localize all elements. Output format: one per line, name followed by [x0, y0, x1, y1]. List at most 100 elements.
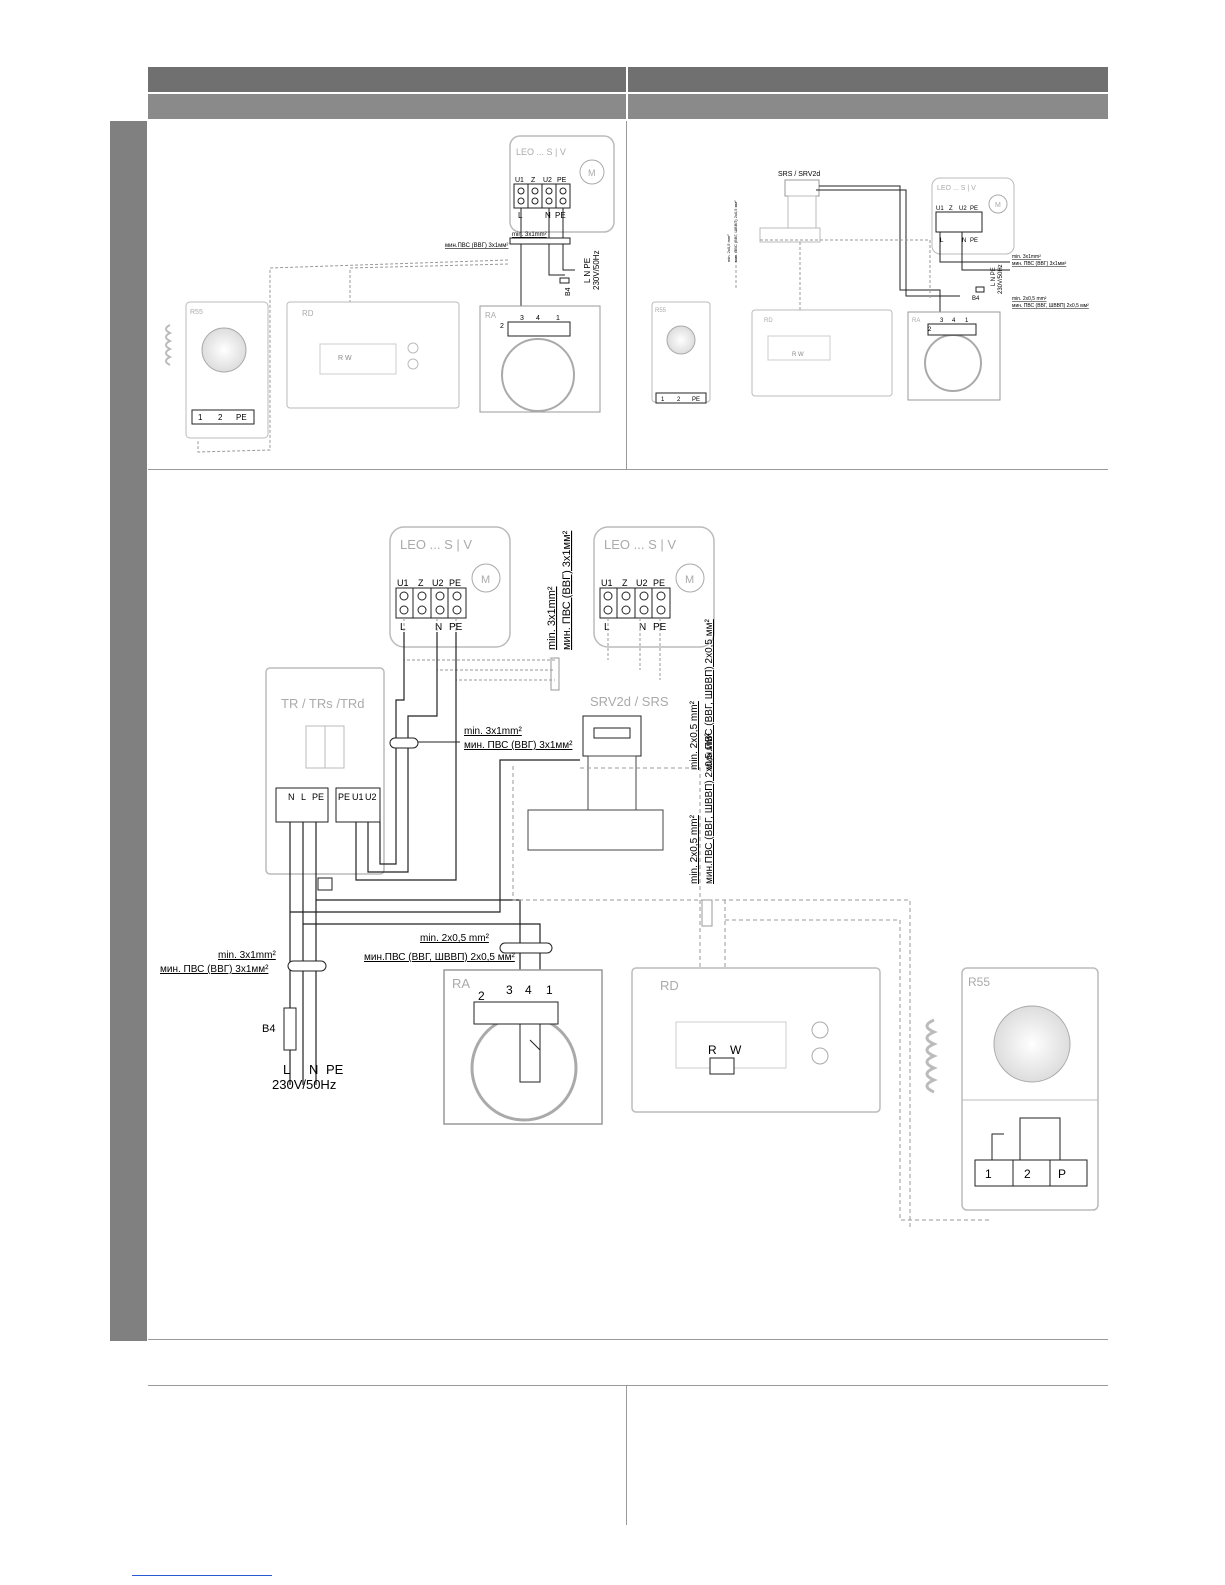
- tr-left-terminals: [275, 787, 329, 823]
- leo1-u1: U1: [397, 578, 409, 588]
- tr-cable-sleeve: [389, 737, 419, 749]
- leo2-label: LEO ... S | V: [604, 537, 676, 552]
- r55-terminals: [191, 409, 255, 425]
- rterm-l: L: [940, 238, 944, 244]
- r55-right-label: R55: [655, 308, 667, 314]
- ra-main-term-1: 1: [546, 983, 553, 997]
- srv-rus: мин.ПВС (ВВГ, ШВВП) 2x0,5 мм²: [704, 733, 715, 885]
- header-bar-top: [148, 67, 1108, 92]
- term-pe: PE: [557, 177, 567, 184]
- tr-term-l: L: [301, 792, 306, 802]
- rterm-n: N: [962, 238, 966, 244]
- tr-term-pe: PE: [312, 792, 324, 802]
- r55-label: R55: [190, 309, 203, 316]
- ra-min: min. 2x0,5 mm²: [689, 700, 700, 770]
- srs-label: SRS / SRV2d: [778, 171, 820, 178]
- r55r-term-2: 2: [677, 397, 681, 403]
- ra-main-label: RA: [452, 976, 470, 991]
- r55-main-terminals: [974, 1159, 1088, 1187]
- rterm-z: Z: [949, 206, 953, 212]
- tr-term-n: N: [288, 792, 295, 802]
- ra-main-terminals: [473, 1001, 559, 1025]
- ra-term-4: 4: [536, 315, 540, 322]
- r-supply-lines: L N PE: [991, 267, 997, 286]
- main-diagram: LEO ... S | V M U1 Z U2 PE L N PE LEO ..…: [160, 526, 1099, 1230]
- tr-term-u2: U2: [365, 792, 377, 802]
- r55-coil: [925, 1018, 938, 1094]
- leo2-n: N: [639, 622, 646, 633]
- rd-main-label: RD: [660, 978, 679, 993]
- leo-terminal-block: [513, 183, 571, 209]
- leo1-label: LEO ... S | V: [400, 537, 472, 552]
- term-n: N: [545, 211, 551, 220]
- rar-term-3: 3: [940, 318, 944, 324]
- srs-actuator: [784, 179, 820, 197]
- r-supply-voltage: 230V/50Hz: [998, 264, 1004, 294]
- rd-label: RD: [302, 309, 314, 318]
- r-fuse: [975, 286, 985, 293]
- r55-term-pe: PE: [236, 413, 247, 422]
- tr-right-terminals: [335, 787, 381, 823]
- leo2-motor: M: [685, 574, 694, 586]
- ra-right-label: RA: [912, 318, 920, 324]
- header-divider: [626, 67, 628, 119]
- rd-down-icon: [407, 358, 419, 370]
- fuse-b4: [559, 277, 570, 284]
- leo1-u2: U2: [432, 578, 444, 588]
- fuse-main-label: B4: [262, 1023, 275, 1035]
- side-band: [110, 121, 147, 1341]
- tr-term-u1: U1: [352, 792, 364, 802]
- rar-term-2: 2: [928, 327, 932, 333]
- rterm-pe-bottom: PE: [970, 238, 978, 244]
- leo1-pe: PE: [449, 578, 461, 588]
- r55-main-label: R55: [968, 975, 990, 989]
- ra-term-2: 2: [500, 323, 504, 330]
- r55-main-dial: [993, 1005, 1071, 1083]
- tr-cable-rus: мин. ПВС (ВВГ) 3x1мм²: [464, 740, 573, 751]
- divider-vertical-bottom: [626, 1385, 627, 1525]
- ra-cable-sleeve: [499, 942, 553, 954]
- ra-right-terminals: [927, 323, 977, 336]
- leo2-pe: PE: [653, 578, 665, 588]
- r-cable2-rus: мин. ПВС (ВВГ, ШВВП) 2x0,5 мм²: [1012, 303, 1089, 309]
- r55-main-term-1: 1: [985, 1167, 992, 1181]
- ra-main-dial: [470, 1014, 578, 1122]
- supply-l: L: [283, 1062, 290, 1077]
- srv-min: min. 2x0,5 mm²: [689, 814, 700, 884]
- r55-main-term-2: 2: [1024, 1167, 1031, 1181]
- srv-valve-body: [527, 809, 664, 851]
- rd-up-icon-main: [811, 1021, 829, 1039]
- fuse-label: B4: [565, 287, 572, 296]
- divider-horizontal-end: [148, 1339, 1108, 1340]
- ra-rus: мин.ПВС (ВВГ, ШВВП) 2x0,5 мм²: [704, 619, 715, 771]
- r55r-term-pe: PE: [692, 397, 700, 403]
- header-bar-second: [148, 94, 1108, 119]
- term-pe-bottom: PE: [555, 211, 566, 220]
- supply-rus: мин. ПВС (ВВГ) 3x1мм²: [160, 964, 269, 975]
- motor-label-right: M: [995, 202, 1001, 209]
- rd-right-label: RD: [764, 318, 773, 324]
- motor-label: M: [588, 168, 596, 178]
- vertical-min: min. 3x1mm²: [546, 586, 558, 650]
- supply-pe: PE: [326, 1062, 344, 1077]
- fuse-b4-main: [283, 1007, 297, 1051]
- rd-main-w: W: [730, 1043, 742, 1057]
- term-u2: U2: [543, 177, 552, 184]
- leo1-l: L: [400, 622, 406, 633]
- footer-link-underline[interactable]: [132, 1575, 272, 1576]
- rd-main-terminals: [709, 1057, 735, 1075]
- r55-right-terminals: [655, 392, 707, 404]
- ra-label: RA: [485, 311, 497, 320]
- supply-voltage: 230V/50Hz: [272, 1077, 336, 1092]
- top-right-diagram: SRS / SRV2d LEO ... S | V M U1 Z U2 PE L…: [651, 171, 1089, 404]
- mid-rus: мин.ПВС (ВВГ, ШВВП) 2x0,5 мм²: [364, 952, 516, 963]
- r-cable1-rus: мин. ПВС (ВВГ) 3x1мм²: [1012, 261, 1067, 267]
- cable-rus: мин.ПВС (ВВГ) 3x1мм²: [445, 243, 508, 249]
- rar-term-1: 1: [965, 318, 969, 324]
- leo2-pe-bottom: PE: [653, 622, 667, 633]
- srs-valve: [759, 227, 821, 243]
- supply-min: min. 3x1mm²: [218, 950, 276, 961]
- leo2-u2: U2: [636, 578, 648, 588]
- leo1-motor-icon: [471, 563, 501, 593]
